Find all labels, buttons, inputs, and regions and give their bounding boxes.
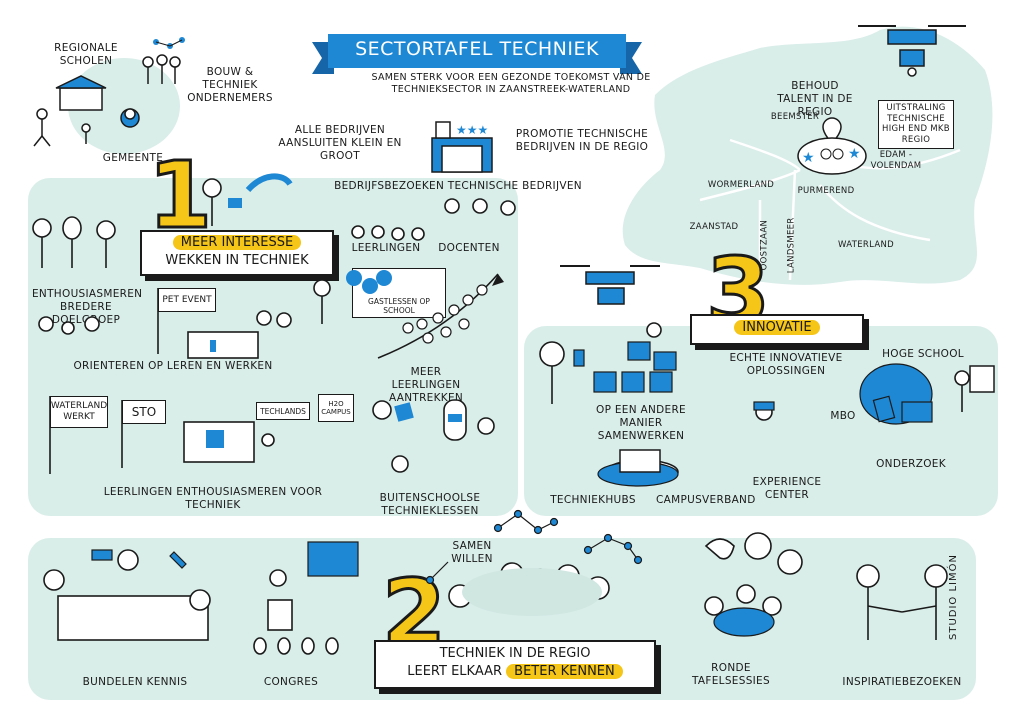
map-place-edam-volendam: EDAM - VOLENDAM	[870, 150, 922, 171]
label-inspiratiebezoeken: INSPIRATIEBEZOEKEN	[842, 676, 962, 688]
label-echte-innovatieve: ECHTE INNOVATIEVE OPLOSSINGEN	[729, 352, 843, 378]
svg-text:★: ★	[848, 146, 861, 162]
label-congres: CONGRES	[263, 676, 319, 688]
section3-illustrations	[539, 265, 995, 487]
label-bouw-techniek: BOUW & TECHNIEK ONDERNEMERS	[187, 66, 273, 105]
page-subtitle: SAMEN STERK VOOR EEN GEZONDE TOEKOMST VA…	[371, 72, 651, 95]
label-andere-manier: OP EEN ANDERE MANIER SAMENWERKEN	[596, 404, 686, 443]
map-place-zaanstad: ZAANSTAD	[689, 222, 739, 232]
map-place-wormerland: WORMERLAND	[707, 180, 775, 190]
section2-title-box: TECHNIEK IN DE REGIO LEERT ELKAAR BETER …	[374, 640, 656, 689]
section2-title-line1: TECHNIEK IN DE REGIO	[439, 646, 591, 661]
section1-title-box: MEER INTERESSE WEKKEN IN TECHNIEK	[140, 230, 334, 276]
label-ronde-tafelsessies: RONDE TAFELSESSIES	[692, 662, 770, 688]
map-place-beemster: BEEMSTER	[770, 112, 820, 122]
label-meer-leerlingen: MEER LEERLINGEN AANTREKKEN	[388, 366, 464, 405]
label-behoud-talent: BEHOUD TALENT IN DE REGIO	[777, 80, 853, 119]
flag-waterland-werkt: WATERLAND WERKT	[50, 396, 108, 428]
label-orienteren: ORIENTEREN OP LEREN EN WERKEN	[73, 360, 273, 372]
label-campusverband: CAMPUSVERBAND	[656, 494, 756, 506]
section1-illustrations	[32, 173, 516, 474]
svg-text:★★★: ★★★	[456, 123, 488, 137]
label-hoge-school: HOGE SCHOOL	[882, 348, 964, 360]
stakeholders-illustration	[33, 37, 185, 147]
company-building-icon: ★★★	[431, 121, 493, 173]
title-banner-ribbon	[312, 34, 642, 74]
page-title: SECTORTAFEL TECHNIEK	[355, 38, 599, 60]
label-bundelen-kennis: BUNDELEN KENNIS	[82, 676, 188, 688]
flag-pet-event: PET EVENT	[158, 288, 216, 312]
drone-icon	[858, 25, 966, 77]
label-leerlingen-enthousiasmeren: LEERLINGEN ENTHOUSIASMEREN VOOR TECHNIEK	[103, 486, 323, 512]
label-leerlingen: LEERLINGEN	[351, 242, 421, 254]
label-buitenschoolse: BUITENSCHOOLSE TECHNIEKLESSEN	[379, 492, 481, 518]
label-docenten: DOCENTEN	[438, 242, 500, 254]
section1-title-rest: WEKKEN IN TECHNIEK	[165, 252, 309, 268]
map-place-purmerend: PURMEREND	[797, 186, 855, 196]
section2-title-highlight: BETER KENNEN	[506, 663, 623, 679]
flag-techlands: TECHLANDS	[256, 402, 310, 420]
section2-title-line2a: LEERT ELKAAR	[407, 663, 503, 679]
label-mbo: MBO	[830, 410, 856, 422]
label-gemeente: GEMEENTE	[102, 152, 164, 164]
section3-title: INNOVATIE	[734, 320, 820, 335]
section1-number: 1	[146, 142, 213, 249]
label-experience-center: EXPERIENCE CENTER	[752, 476, 822, 502]
section2-illustrations	[43, 509, 948, 655]
credit-studio-limon: STUDIO LIMÓN	[948, 554, 959, 640]
svg-text:★: ★	[802, 150, 815, 166]
purmerend-marker-icon: ★ ★	[797, 117, 867, 175]
label-bedrijfsbezoeken: BEDRIJFSBEZOEKEN TECHNISCHE BEDRIJVEN	[334, 180, 582, 192]
label-techniekhubs: TECHNIEKHUBS	[550, 494, 636, 506]
label-samen-willen: SAMEN WILLEN	[451, 540, 493, 566]
label-onderzoek: ONDERZOEK	[876, 458, 946, 470]
flag-h2o-campus: H2O CAMPUS	[318, 394, 354, 422]
section3-title-box: INNOVATIE	[690, 314, 864, 345]
section1-title-highlight: MEER INTERESSE	[172, 235, 302, 250]
uitstraling-sign: UITSTRALING TECHNISCHE HIGH END MKB REGI…	[878, 100, 954, 149]
label-promotie: PROMOTIE TECHNISCHE BEDRIJVEN IN DE REGI…	[515, 128, 649, 154]
map-place-waterland: WATERLAND	[838, 240, 894, 250]
label-alle-bedrijven: ALLE BEDRIJVEN AANSLUITEN KLEIN EN GROOT	[278, 124, 402, 163]
label-regionale-scholen: REGIONALE SCHOLEN	[54, 42, 118, 68]
